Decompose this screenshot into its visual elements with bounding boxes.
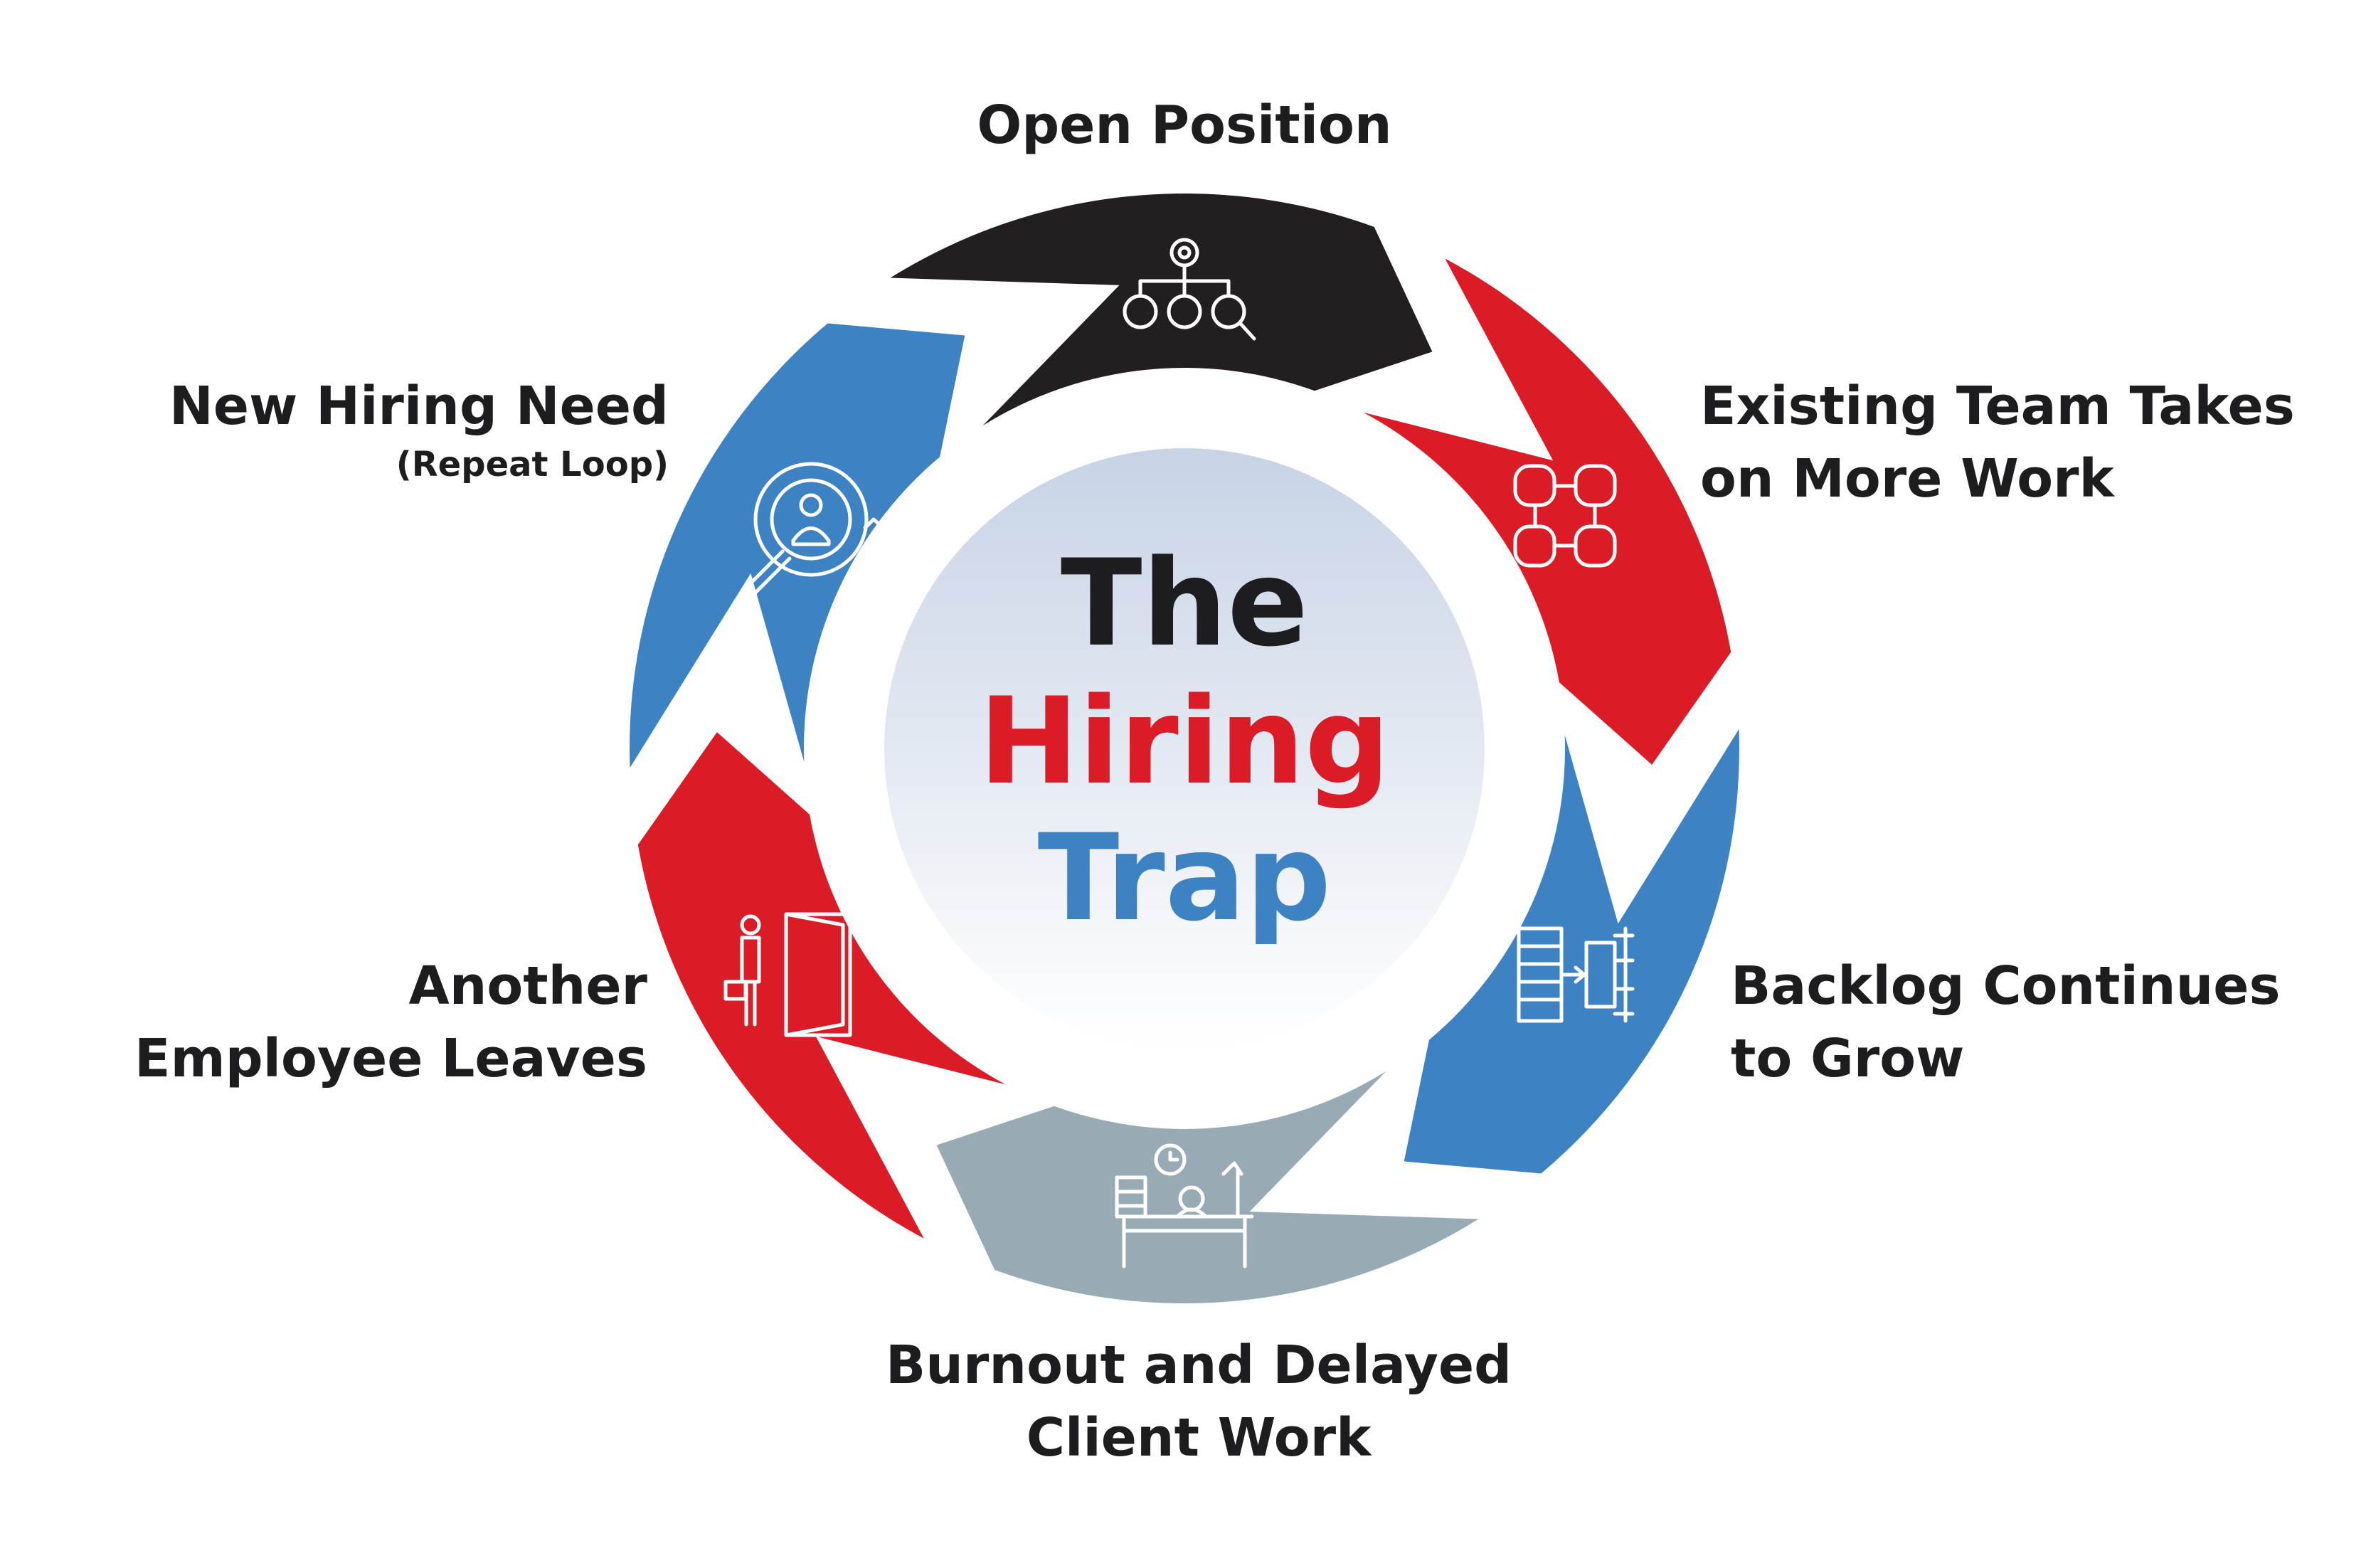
label-existing-team: Existing Team Takes on More Work [1700, 370, 2340, 515]
label-burnout-line-2: Client Work [1026, 1407, 1372, 1469]
segment-burnout [936, 1071, 1479, 1304]
task-queue-icon [1517, 926, 1635, 1023]
label-new-hiring-need: New Hiring Need (Repeat Loop) [114, 370, 669, 487]
label-another-employee-line-1: Another [408, 955, 647, 1017]
overloaded-desk-icon [1115, 1143, 1254, 1268]
title-trap: Trap [1038, 808, 1332, 948]
title-hiring: Hiring [979, 672, 1390, 811]
label-another-employee-line-2: Employee Leaves [134, 1028, 647, 1090]
label-existing-team-line-2: on More Work [1700, 448, 2114, 510]
label-open-position-line-1: Open Position [977, 95, 1392, 156]
label-backlog-line-1: Backlog Continues [1731, 955, 2281, 1017]
label-existing-team-line-1: Existing Team Takes [1700, 376, 2295, 437]
segment-team [1363, 258, 1731, 765]
segment-leaves [637, 732, 1006, 1239]
label-repeat-loop: (Repeat Loop) [396, 445, 669, 485]
center-disc [884, 448, 1485, 1049]
team-collaboration-icon [1513, 464, 1617, 568]
label-backlog-line-2: to Grow [1731, 1028, 1965, 1090]
segment-open [890, 193, 1433, 426]
label-new-hiring-need-line-1: New Hiring Need [169, 376, 669, 437]
org-chart-gear-icon [1123, 238, 1256, 341]
segment-backlog [1404, 729, 1739, 1174]
label-burnout: Burnout and Delayed Client Work [879, 1329, 1519, 1474]
label-burnout-line-1: Burnout and Delayed [885, 1335, 1512, 1396]
title-the: The [1061, 534, 1308, 673]
label-open-position: Open Position [971, 89, 1398, 161]
label-another-employee: Another Employee Leaves [121, 950, 647, 1095]
employee-exit-door-icon [723, 912, 852, 1037]
candidate-search-icon [741, 462, 884, 600]
label-backlog: Backlog Continues to Grow [1731, 950, 2343, 1095]
